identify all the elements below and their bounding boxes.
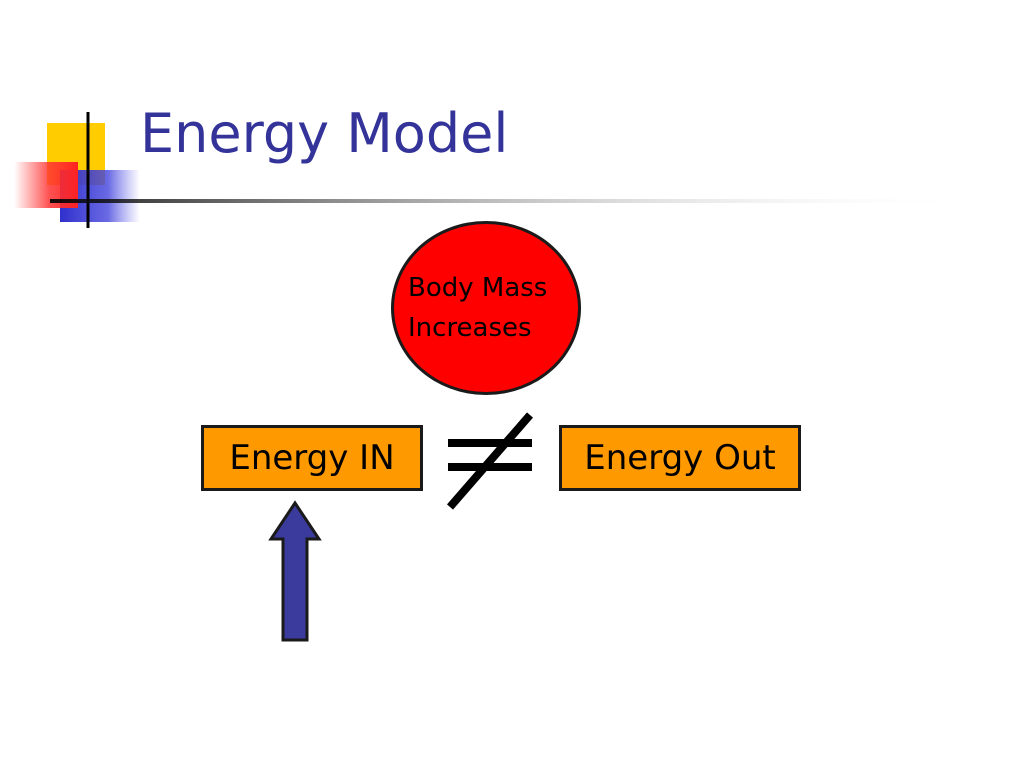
title-underline (50, 199, 970, 203)
body-mass-label: Body Mass Increases (408, 273, 548, 343)
slide-title: Energy Model (140, 102, 509, 165)
body-mass-circle (391, 221, 581, 395)
up-arrow-icon (268, 500, 322, 642)
not-equal-icon (446, 412, 534, 510)
energy-in-box: Energy IN (201, 425, 423, 491)
energy-out-box: Energy Out (559, 425, 801, 491)
